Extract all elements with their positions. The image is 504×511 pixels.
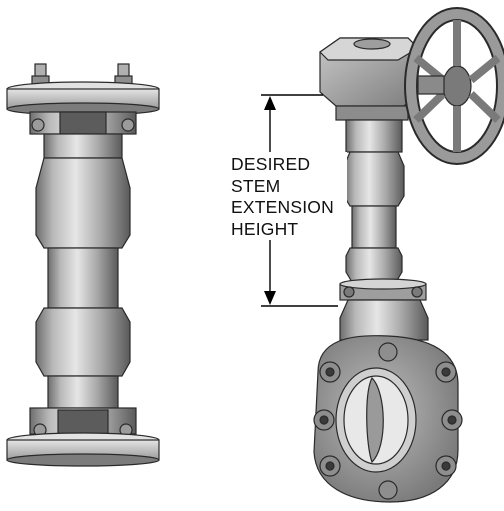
top-yoke — [29, 111, 137, 135]
top-bolt-left — [31, 63, 50, 86]
valve-neck — [339, 299, 429, 341]
bottom-yoke — [29, 407, 137, 437]
stem-extension-assembly — [6, 63, 160, 467]
extension-pipe — [47, 247, 119, 309]
valve-top-flange — [339, 278, 427, 301]
valve-body — [313, 335, 463, 503]
label-backdrop — [229, 152, 347, 240]
lower-sleeve — [35, 307, 131, 377]
label-line-2: STEM — [231, 175, 281, 196]
label-line-3: EXTENSION — [231, 197, 334, 217]
valve-lower-sleeve — [345, 247, 403, 283]
label-line-4: HEIGHT — [231, 218, 299, 239]
valve-upper-coupling — [345, 119, 403, 153]
top-bolt-right — [114, 63, 133, 86]
dimension-arrow-down — [264, 291, 276, 305]
bottom-flange — [6, 432, 160, 467]
handwheel — [404, 7, 504, 165]
top-flange — [6, 81, 160, 116]
dimension-arrow-up — [264, 96, 276, 110]
upper-coupling — [43, 133, 123, 159]
label-line-1: DESIRED — [231, 154, 311, 174]
valve-upper-sleeve — [343, 151, 405, 207]
valve-extension-pipe — [351, 205, 397, 249]
lower-coupling — [47, 375, 119, 409]
upper-sleeve — [35, 157, 131, 249]
valve-assembly — [313, 7, 504, 503]
gearbox — [319, 37, 419, 121]
stem-extension-height-label: DESIRED STEM EXTENSION HEIGHT — [231, 154, 351, 240]
